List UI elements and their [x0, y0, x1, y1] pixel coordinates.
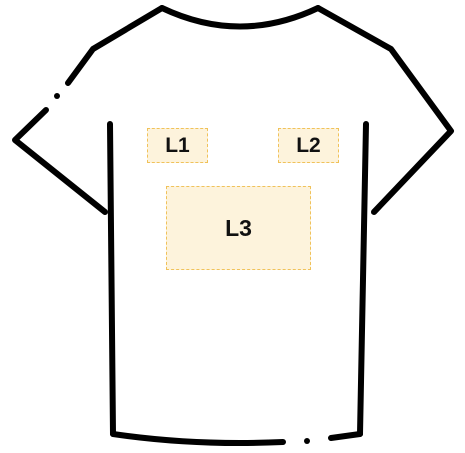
left-shoulder-line — [68, 8, 162, 83]
print-zone-l1-label: L1 — [165, 134, 190, 158]
print-zone-l2-label: L2 — [296, 134, 321, 158]
right-body-side — [360, 124, 366, 434]
collar-outline — [162, 8, 318, 27]
right-shoulder-sleeve-line — [318, 8, 451, 212]
left-body-side — [110, 124, 113, 434]
hem-line-end — [331, 434, 360, 438]
left-sleeve-line — [15, 110, 105, 212]
print-zone-l2: L2 — [278, 128, 339, 163]
print-zone-l3: L3 — [166, 186, 311, 270]
print-zone-l1: L1 — [147, 128, 208, 163]
hem-line-main — [113, 434, 283, 443]
print-zone-l3-label: L3 — [225, 215, 252, 242]
